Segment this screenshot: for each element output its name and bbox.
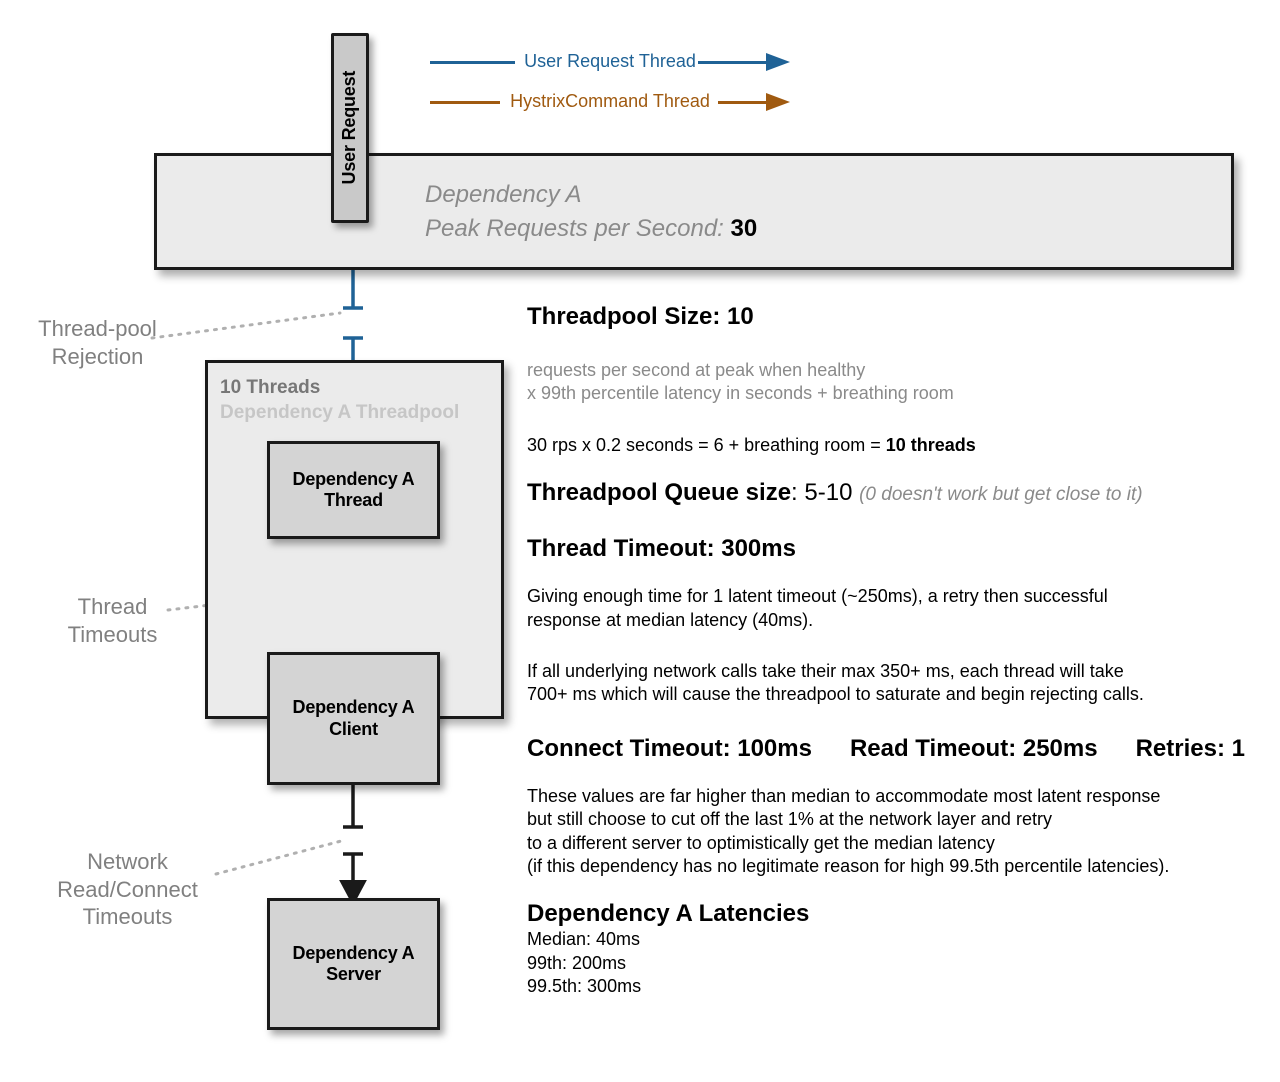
threadpool-queue-size-heading: Threadpool Queue size: 5-10 (0 doesn't w… bbox=[527, 479, 1272, 507]
retries-heading: Retries: 1 bbox=[1135, 734, 1245, 762]
dependency-a-thread-label: Dependency A Thread bbox=[293, 469, 415, 511]
thread-timeout-heading: Thread Timeout: 300ms bbox=[527, 535, 796, 563]
read-timeout-heading: Read Timeout: 250ms bbox=[849, 734, 1098, 762]
banner-dependency-name: Dependency A bbox=[425, 181, 582, 208]
node-line1: Dependency A bbox=[292, 468, 415, 489]
legend-label: User Request Thread bbox=[524, 51, 696, 71]
threadpool-thread-count: 10 Threads bbox=[220, 377, 321, 398]
legend-line-right bbox=[698, 61, 768, 64]
threadpool-calculation: 30 rps x 0.2 seconds = 6 + breathing roo… bbox=[527, 434, 1272, 457]
network-timeout-headings: Connect Timeout: 100ms Read Timeout: 250… bbox=[527, 735, 1272, 763]
threadpool-name: Dependency A Threadpool bbox=[220, 402, 460, 423]
node-line2: Client bbox=[329, 718, 378, 739]
legend-line-left bbox=[430, 101, 500, 104]
legend-item-user-request-thread: User Request Thread bbox=[430, 50, 790, 76]
dependency-a-client-box: Dependency A Client bbox=[267, 652, 440, 785]
threadpool-formula-line-1: requests per second at peak when healthy bbox=[527, 360, 866, 380]
node-line2: Thread bbox=[324, 490, 383, 510]
threadpool-formula-line-2: x 99th percentile latency in seconds + b… bbox=[527, 383, 954, 404]
legend-item-hystrix-command-thread: HystrixCommand Thread bbox=[430, 90, 790, 116]
banner-peak-label: Peak Requests per Second: bbox=[425, 215, 724, 243]
legend-arrow-icon bbox=[766, 93, 790, 111]
node-line2: Server bbox=[326, 964, 381, 984]
legend-line-left bbox=[430, 61, 515, 64]
dependency-a-server-box: Dependency A Server bbox=[267, 898, 440, 1030]
node-line1: Dependency A bbox=[292, 942, 415, 963]
legend: User Request Thread HystrixCommand Threa… bbox=[430, 50, 790, 120]
latency-995th: 99.5th: 300ms bbox=[527, 976, 642, 997]
legend-arrow-icon bbox=[766, 53, 790, 71]
annotation-threadpool-rejection: Thread-pool Rejection bbox=[38, 316, 157, 369]
connect-timeout-heading: Connect Timeout: 100ms bbox=[527, 734, 812, 762]
banner-text: Dependency A Peak Requests per Second: 3… bbox=[425, 178, 757, 246]
network-desc-line-4: (if this dependency has no legitimate re… bbox=[527, 855, 1170, 876]
node-line1: Dependency A bbox=[292, 697, 415, 718]
user-request-box: User Request bbox=[331, 33, 369, 223]
dependency-peak-banner: Dependency A Peak Requests per Second: 3… bbox=[154, 153, 1234, 270]
calc-expression: 30 rps x 0.2 seconds = 6 + breathing roo… bbox=[527, 434, 886, 455]
network-call-path bbox=[339, 785, 367, 907]
banner-peak-value: 30 bbox=[730, 215, 758, 243]
queue-size-label: Threadpool Queue size bbox=[527, 479, 792, 507]
network-desc-line-1: These values are far higher than median … bbox=[527, 785, 1161, 806]
annotation-thread-timeouts: Thread Timeouts bbox=[67, 594, 158, 647]
dependency-a-server-label: Dependency A Server bbox=[293, 943, 415, 985]
latencies-heading: Dependency A Latencies bbox=[527, 900, 810, 928]
queue-size-note: (0 doesn't work but get close to it) bbox=[859, 484, 1143, 506]
latency-median: Median: 40ms bbox=[527, 929, 641, 950]
configuration-info-panel: Threadpool Size: 10 requests per second … bbox=[527, 303, 1272, 998]
user-request-label: User Request bbox=[339, 71, 360, 185]
saturation-desc-line-2: 700+ ms which will cause the threadpool … bbox=[527, 684, 1144, 705]
annotation-network-timeouts: Network Read/Connect Timeouts bbox=[57, 849, 198, 929]
thread-timeout-desc-line-1: Giving enough time for 1 latent timeout … bbox=[527, 586, 1108, 607]
legend-line-right bbox=[718, 101, 768, 104]
dependency-a-client-label: Dependency A Client bbox=[293, 697, 415, 739]
queue-size-value: : 5-10 bbox=[791, 479, 853, 507]
threadpool-size-heading: Threadpool Size: 10 bbox=[527, 303, 754, 330]
network-desc-line-2: but still choose to cut off the last 1% … bbox=[527, 809, 1052, 830]
legend-label: HystrixCommand Thread bbox=[510, 91, 710, 111]
saturation-desc-line-1: If all underlying network calls take the… bbox=[527, 660, 1124, 681]
latency-99th: 99th: 200ms bbox=[527, 952, 627, 973]
thread-timeout-desc-line-2: response at median latency (40ms). bbox=[527, 609, 814, 630]
network-desc-line-3: to a different server to optimistically … bbox=[527, 832, 995, 853]
dependency-a-thread-box: Dependency A Thread bbox=[267, 441, 440, 539]
calc-result: 10 threads bbox=[885, 434, 976, 455]
leader-network-timeouts bbox=[214, 838, 347, 876]
